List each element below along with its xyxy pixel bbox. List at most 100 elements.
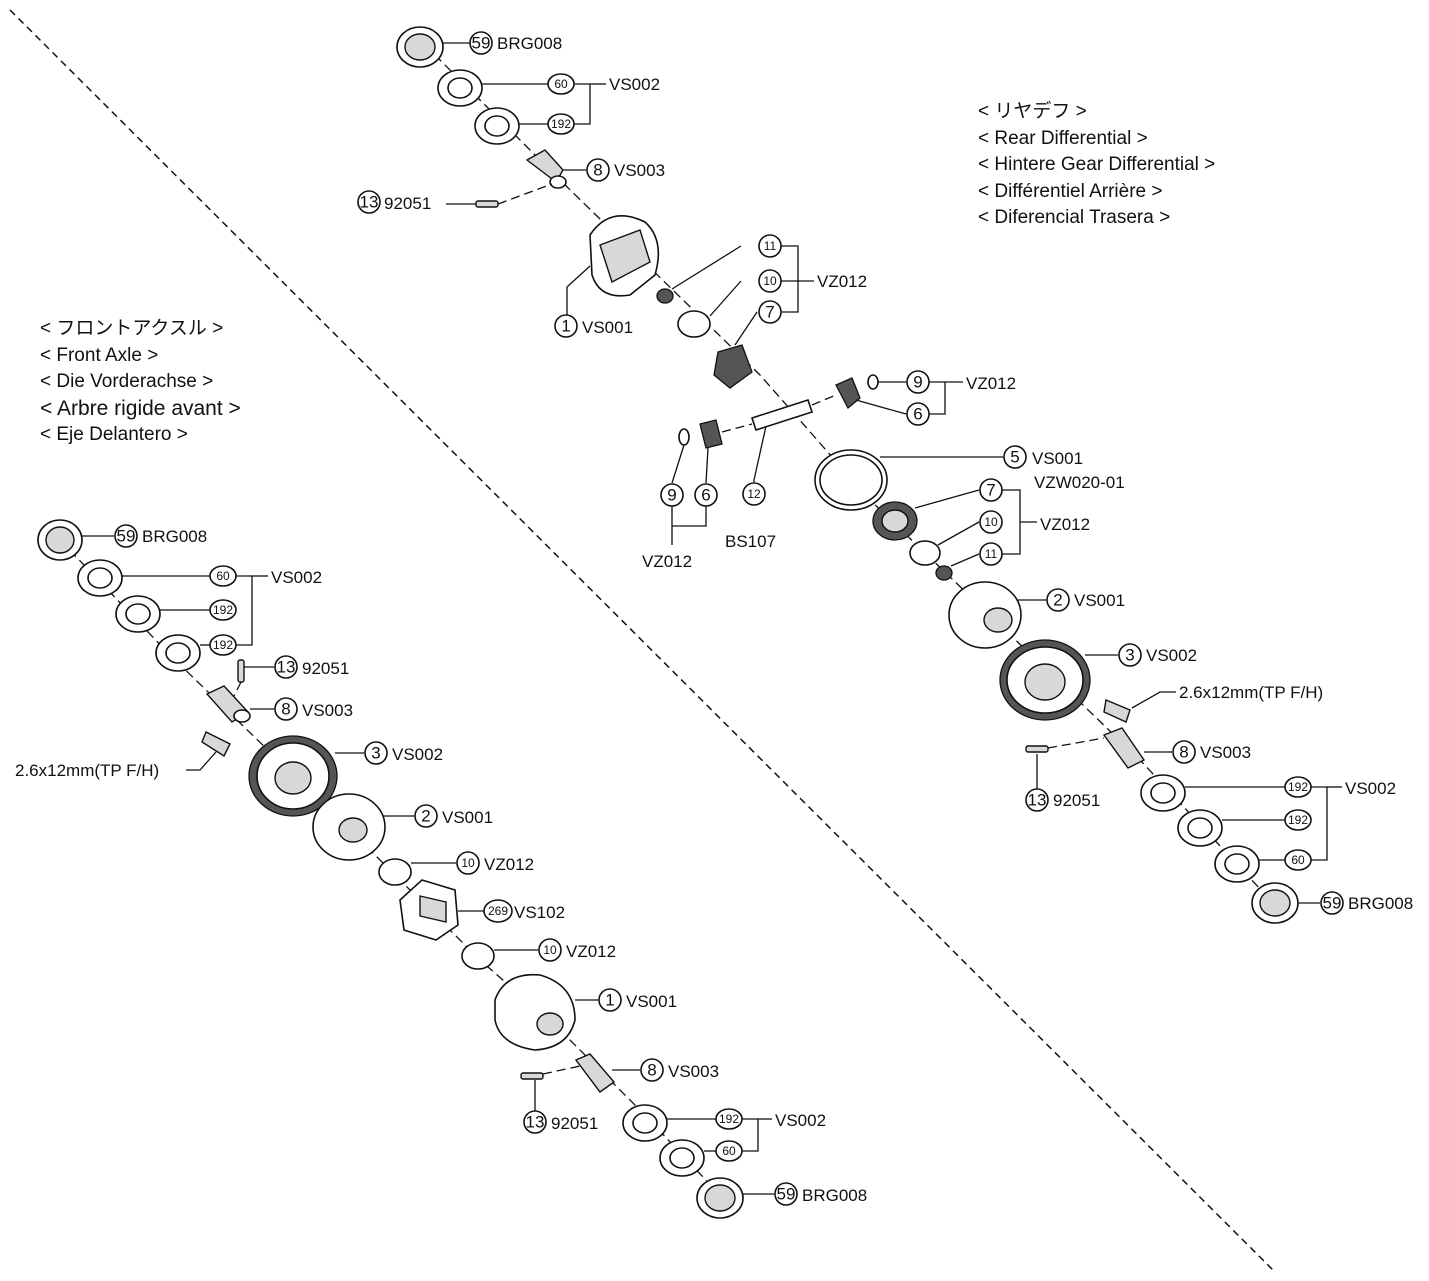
callout-num: 12 [747, 487, 761, 501]
front-ring-gear: 3 VS002 [248, 735, 443, 817]
callout-num: 59 [1323, 894, 1342, 913]
callout-num: 59 [117, 527, 136, 546]
rear-screw: 2.6x12mm(TP F/H) [1103, 683, 1323, 723]
rear-differential-heading: < リヤデフ > < Rear Differential > < Hintere… [978, 99, 1215, 232]
part-code: BRG008 [142, 527, 207, 546]
front-outdrive-top: 8 VS003 [205, 685, 353, 723]
part-code: VS003 [668, 1062, 719, 1081]
part-code: VZW020-01 [1034, 473, 1125, 492]
callout-num: 8 [647, 1061, 656, 1080]
rear-spider-gear-set: 11 10 7 VZ012 [656, 234, 867, 389]
callout-num: 11 [764, 239, 777, 253]
part-code: VS002 [1146, 646, 1197, 665]
part-code: BRG008 [1348, 894, 1413, 913]
rear-main-spur-gear: 3 VS002 [999, 639, 1197, 721]
rear-outdrive-bottom: 8 VS003 [1102, 727, 1251, 769]
rear-differential-assembly: 59 BRG008 60 192 VS002 [357, 26, 1413, 924]
front-diff-cap: 2 VS001 [312, 793, 493, 861]
callout-num: 10 [984, 515, 998, 529]
callout-num: 60 [554, 77, 568, 91]
front-heading-ja: < フロントアクスル > [40, 318, 224, 339]
front-shim-b: 10 VZ012 [461, 938, 616, 970]
part-code: VS001 [1032, 449, 1083, 468]
callout-num: 60 [216, 569, 230, 583]
part-code: 92051 [384, 194, 431, 213]
front-bearing-bottom: 59 BRG008 [696, 1177, 867, 1219]
rear-heading-fr: < Différentiel Arrière > [978, 180, 1163, 202]
part-code: VS002 [1345, 779, 1396, 798]
part-code: VS003 [302, 701, 353, 720]
front-pin-top: 13 92051 [231, 655, 349, 701]
front-screw: 2.6x12mm(TP F/H) [15, 731, 231, 780]
part-code: VZ012 [484, 855, 534, 874]
front-shims-bottom: 192 60 VS002 [622, 1104, 826, 1177]
callout-num: 7 [765, 303, 774, 322]
rear-pin-bottom: 13 92051 [1025, 737, 1105, 812]
part-code: 92051 [302, 659, 349, 678]
part-code: BS107 [725, 532, 776, 551]
front-diff-case: 1 VS001 [494, 973, 677, 1051]
callout-num: 60 [722, 1144, 736, 1158]
part-code: VS002 [775, 1111, 826, 1130]
rear-heading-es: < Diferencial Trasera > [978, 207, 1171, 228]
callout-num: 269 [488, 904, 508, 918]
part-code: VS002 [392, 745, 443, 764]
callout-num: 1 [605, 991, 614, 1010]
callout-num: 3 [1125, 646, 1134, 665]
callout-num: 59 [777, 1185, 796, 1204]
rear-bearing-top: 59 BRG008 [396, 26, 562, 68]
front-shims-top: 60 192 192 VS002 [77, 559, 322, 672]
part-code: 2.6x12mm(TP F/H) [15, 761, 159, 780]
front-shim-a: 10 VZ012 [378, 851, 534, 886]
callout-num: 13 [277, 658, 296, 677]
callout-num: 9 [667, 486, 676, 505]
rear-ring-gear-small: 7 VZW020-01 10 11 VZ012 [872, 473, 1125, 581]
rear-diff-case: 1 VS001 [554, 215, 660, 338]
part-code: BRG008 [497, 34, 562, 53]
rear-diff-cap: 2 VS001 [948, 581, 1125, 649]
front-axle-heading: < フロントアクスル > < Front Axle > < Die Vorder… [40, 316, 241, 449]
callout-num: 13 [360, 193, 379, 212]
callout-num: 192 [1288, 780, 1308, 794]
callout-num: 2 [1053, 591, 1062, 610]
rear-shims-bottom: 192 192 60 VS002 [1140, 774, 1396, 883]
callout-num: 59 [472, 34, 491, 53]
part-code: 2.6x12mm(TP F/H) [1179, 683, 1323, 702]
section-divider-line [9, 9, 1276, 1273]
part-code: BRG008 [802, 1186, 867, 1205]
part-code: VS001 [1074, 591, 1125, 610]
part-code: VS002 [271, 568, 322, 587]
callout-num: 192 [719, 1112, 739, 1126]
callout-num: 8 [593, 161, 602, 180]
callout-num: 13 [1028, 791, 1047, 810]
rear-heading-en: < Rear Differential > [978, 127, 1148, 149]
part-code: VZ012 [1040, 515, 1090, 534]
part-code: 92051 [1053, 791, 1100, 810]
front-heading-es: < Eje Delantero > [40, 424, 188, 445]
callout-num: 5 [1010, 448, 1019, 467]
front-heading-de: < Die Vorderachse > [40, 371, 214, 392]
rear-heading-ja: < リヤデフ > [978, 101, 1087, 122]
callout-num: 10 [763, 274, 777, 288]
callout-num: 2 [421, 807, 430, 826]
rear-bearing-bottom: 59 BRG008 [1251, 882, 1413, 924]
callout-num: 3 [371, 744, 380, 763]
part-code: VZ012 [566, 942, 616, 961]
front-bearing-top: 59 BRG008 [37, 519, 207, 561]
front-spool: 269 VS102 [399, 879, 565, 941]
front-pin-bottom: 13 92051 [520, 1065, 598, 1134]
callout-num: 192 [213, 603, 233, 617]
callout-num: 6 [913, 405, 922, 424]
part-code: VZ012 [966, 374, 1016, 393]
rear-heading-de: < Hintere Gear Differential > [978, 154, 1216, 175]
callout-num: 192 [213, 638, 233, 652]
callout-num: 1 [561, 317, 570, 336]
callout-num: 8 [1179, 743, 1188, 762]
callout-num: 11 [985, 547, 998, 561]
callout-num: 10 [461, 856, 475, 870]
callout-num: 7 [986, 481, 995, 500]
part-code: VZ012 [642, 552, 692, 571]
callout-num: 192 [551, 117, 571, 131]
